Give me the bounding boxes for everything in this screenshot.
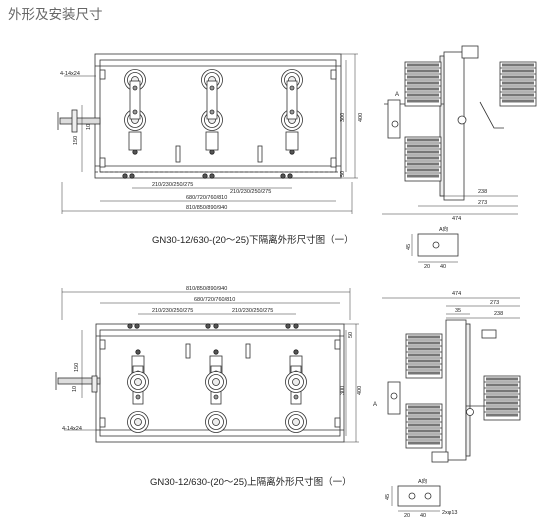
top-side-dim-238: 238	[478, 189, 487, 195]
top-phase-b	[201, 69, 223, 155]
top-dim-spacing-left: 210/230/250/275	[152, 182, 193, 188]
top-hole-label: 4-14x24	[60, 71, 80, 77]
top-detail-40: 40	[440, 264, 446, 270]
top-phase-c	[281, 69, 303, 155]
bottom-detail-hole: 2xφ13	[442, 510, 458, 516]
bottom-dim-10: 10	[72, 386, 78, 392]
bottom-detail-label: A向	[418, 477, 427, 485]
bottom-side-dim-35: 35	[455, 308, 461, 314]
bottom-side-view	[382, 297, 521, 463]
top-detail-a	[411, 233, 459, 263]
bottom-side-dim-238: 238	[494, 311, 503, 317]
bottom-detail-45: 45	[385, 494, 391, 500]
bottom-phase-a	[127, 349, 149, 433]
top-dim-10: 10	[86, 124, 92, 130]
bottom-side-dim-273: 273	[490, 300, 499, 306]
bottom-dim-spacing-right: 210/230/250/275	[232, 308, 273, 314]
bottom-diagram-caption: GN30-12/630-(20～25)上隔离外形尺寸图（一）	[150, 477, 352, 488]
bottom-side-dim-474: 474	[452, 291, 461, 297]
top-side-dim-474: 474	[452, 216, 461, 222]
top-side-view	[382, 45, 537, 215]
bottom-phase-c	[285, 349, 307, 433]
bottom-detail-20: 20	[404, 513, 410, 519]
bottom-side-view-label: A	[373, 402, 377, 408]
bottom-dim-mid-width: 680/720/760/810	[194, 297, 235, 303]
top-dim-spacing-right: 210/230/250/275	[230, 189, 271, 195]
top-dim-total-width: 810/850/890/940	[186, 205, 227, 211]
bottom-hole-label: 4-14x24	[62, 426, 82, 432]
bottom-dim-total-width: 810/850/890/940	[186, 286, 227, 292]
bottom-detail-40: 40	[420, 513, 426, 519]
top-front-view	[57, 53, 358, 214]
bottom-dim-spacing-left: 210/230/250/275	[152, 308, 193, 314]
top-detail-20: 20	[424, 264, 430, 270]
bottom-phase-b	[205, 349, 227, 433]
bottom-dim-300: 300	[340, 386, 346, 395]
bottom-dim-150: 150	[74, 363, 80, 372]
top-side-dim-273: 273	[478, 200, 487, 206]
top-dim-400: 400	[358, 113, 364, 122]
bottom-dim-50: 50	[348, 332, 354, 338]
bottom-detail-a	[391, 485, 441, 512]
top-diagram-caption: GN30-12/630-(20～25)下隔离外形尺寸图（一）	[152, 235, 354, 246]
top-dim-50: 50	[340, 171, 346, 177]
top-dim-150: 150	[73, 136, 79, 145]
top-detail-45: 45	[406, 244, 412, 250]
bottom-front-view	[55, 288, 359, 443]
top-detail-label: A向	[439, 225, 448, 233]
top-dim-mid-width: 680/720/760/810	[186, 195, 227, 201]
bottom-dim-400: 400	[357, 386, 363, 395]
top-dim-300: 300	[340, 113, 346, 122]
page-title: 外形及安装尺寸	[8, 7, 103, 23]
top-phase-a	[124, 69, 146, 155]
top-side-view-label: A	[395, 92, 399, 98]
